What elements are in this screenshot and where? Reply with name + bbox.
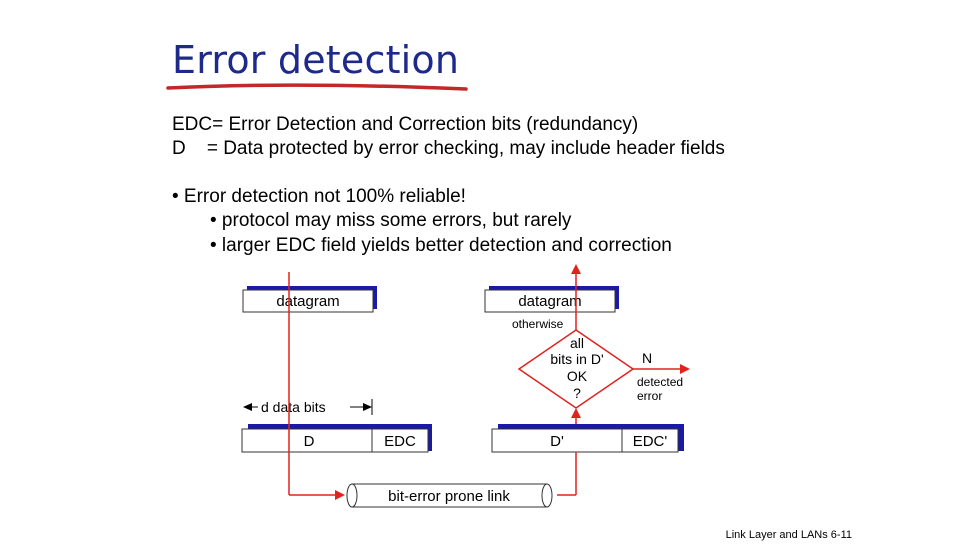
receiver-edc-field: EDC' [633, 433, 668, 450]
bullet-miss-errors: • protocol may miss some errors, but rar… [210, 210, 572, 231]
definition-d: D = Data protected by error checking, ma… [172, 138, 725, 159]
data-bits-label: d data bits [261, 399, 326, 415]
receiver-datagram-box: datagram [484, 286, 619, 313]
sender-datagram-box: datagram [242, 286, 377, 313]
slide-footer: Link Layer and LANs 6-11 [725, 529, 852, 541]
decision-diamond: all bits in D' OK ? [517, 329, 635, 409]
title-underline [166, 83, 468, 91]
error-label: error [637, 389, 662, 403]
data-bits-dimension: d data bits [243, 399, 373, 415]
flow-path [288, 264, 690, 500]
n-label: N [642, 350, 652, 366]
decision-text-ok: OK [567, 368, 588, 384]
otherwise-label: otherwise [512, 317, 564, 331]
detected-label: detected [637, 375, 683, 389]
slide-title: Error detection [172, 38, 460, 82]
sender-d-field: D [304, 433, 315, 450]
sender-datagram-label: datagram [276, 293, 339, 310]
bit-error-link: bit-error prone link [346, 483, 553, 508]
receiver-frame-box: D' EDC' [491, 424, 684, 453]
sender-frame-box: D EDC [241, 424, 432, 453]
decision-text-bits: bits in D' [550, 351, 603, 367]
receiver-d-field: D' [550, 433, 564, 450]
link-label: bit-error prone link [388, 488, 510, 505]
bullet-larger-edc: • larger EDC field yields better detecti… [210, 235, 672, 256]
sender-edc-field: EDC [384, 433, 416, 450]
decision-text-question: ? [573, 385, 581, 401]
decision-text-all: all [570, 335, 584, 351]
receiver-datagram-label: datagram [518, 293, 581, 310]
definition-edc: EDC= Error Detection and Correction bits… [172, 114, 639, 135]
bullet-reliability: • Error detection not 100% reliable! [172, 186, 466, 207]
